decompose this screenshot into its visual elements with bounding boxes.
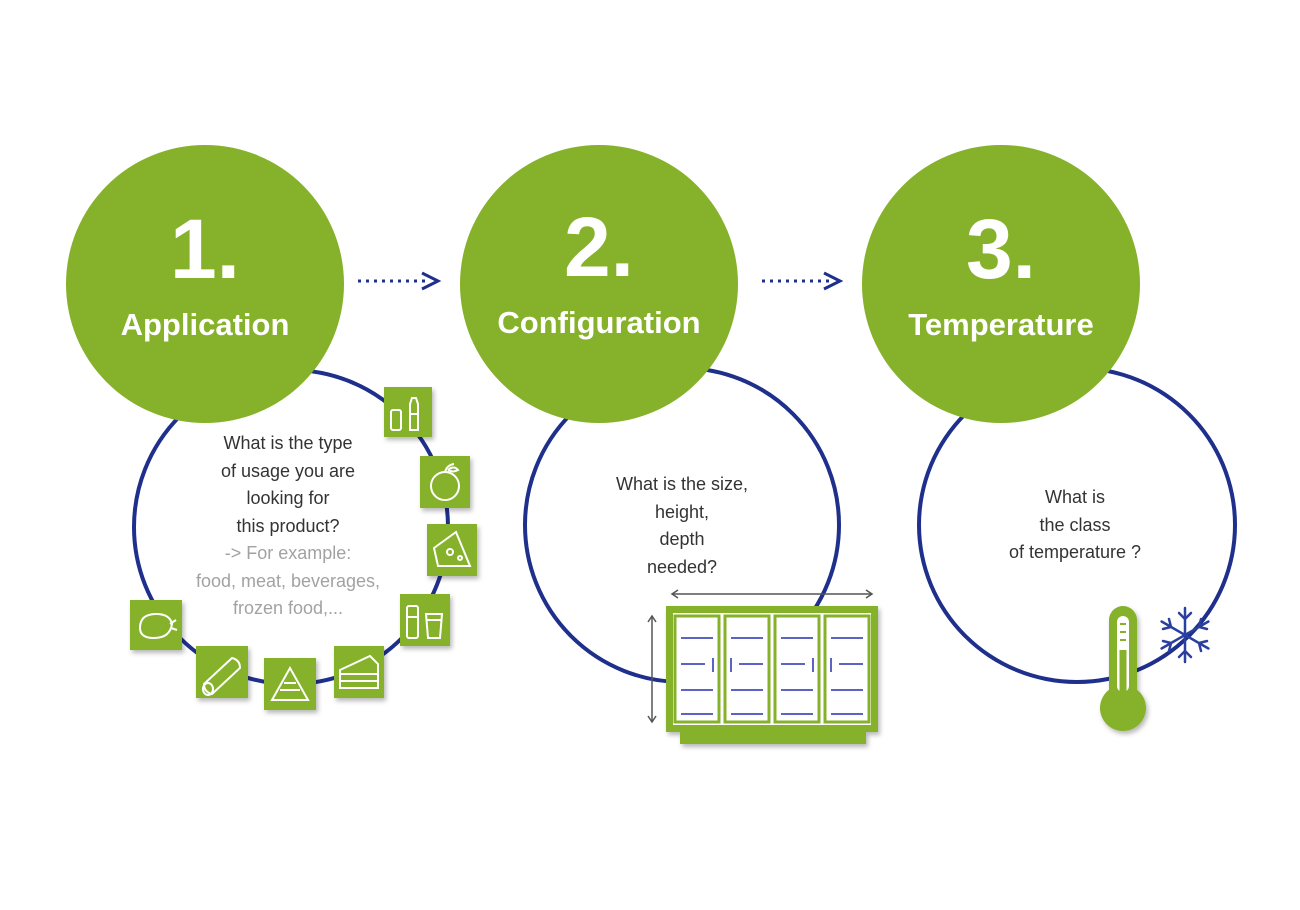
step-3-number: 3. [965, 202, 1037, 296]
cheese-icon [427, 524, 477, 576]
arrow-1-to-2 [358, 271, 442, 291]
step-1-example-line: frozen food,... [232, 598, 344, 618]
step-3-question-line: of temperature ? [1008, 542, 1142, 562]
bottles-icon [384, 387, 432, 437]
step-3-question: What is the class of temperature ? [968, 484, 1182, 567]
step-2-question-line: depth [659, 529, 705, 549]
step-1-example-line: food, meat, beverages, [195, 570, 381, 591]
step-1-question: What is the type of usage you are lookin… [170, 430, 406, 623]
step-1-title: Application [120, 307, 290, 342]
width-dimension-arrow [670, 589, 874, 599]
step-1-badge: 1. Application [66, 145, 344, 423]
step-3-question-line: What is [1044, 487, 1105, 507]
snowflake-icon [1160, 606, 1210, 664]
step-2-question: What is the size, height, depth needed? [580, 471, 784, 581]
step-2-question-line: What is the size, [615, 474, 749, 494]
display-cabinet-icon [647, 589, 878, 744]
step-2-number: 2. [563, 200, 635, 294]
arrow-2-to-3 [762, 271, 844, 291]
cake-icon [334, 646, 384, 698]
step-3-title: Temperature [908, 307, 1094, 342]
step-1-question-line: this product? [236, 515, 340, 536]
height-dimension-arrow [647, 614, 657, 724]
thermometer-icon [1100, 606, 1146, 731]
step-1-number: 1. [169, 202, 241, 296]
step-2-badge: 2. Configuration [460, 145, 738, 423]
chicken-icon [130, 600, 182, 650]
step-1-question-line: What is the type [223, 433, 353, 453]
step-2-title: Configuration [497, 305, 701, 340]
drinks-icon [400, 594, 450, 646]
step-1-example-line: -> For example: [224, 543, 352, 563]
sandwich-icon [264, 658, 316, 710]
sausage-icon [196, 646, 248, 698]
step-2-question-line: needed? [646, 556, 718, 577]
fruit-icon [420, 456, 470, 508]
step-3-badge: 3. Temperature [862, 145, 1140, 423]
step-3-question-line: the class [1039, 514, 1111, 535]
step-1-question-line: looking for [246, 488, 330, 508]
step-1-question-line: of usage you are [220, 460, 356, 481]
step-2-question-line: height, [654, 501, 710, 522]
